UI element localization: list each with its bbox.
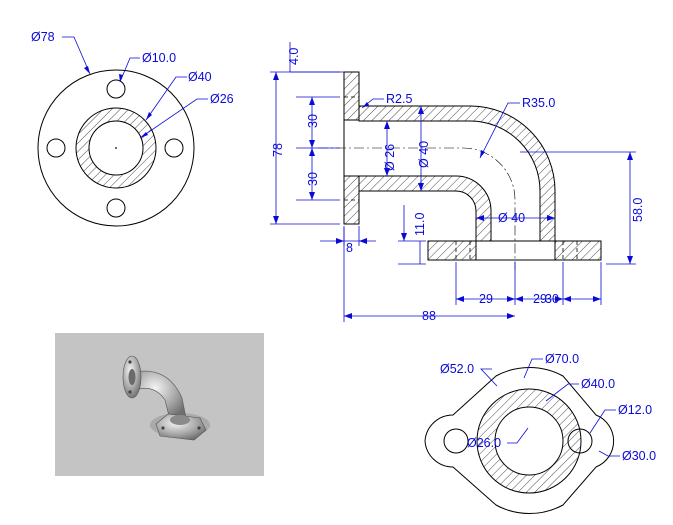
base-flange-left [427,240,477,261]
label-inner-dia: Ø 26 [383,144,397,171]
label-base-height: 11.0 [413,213,427,236]
center-mark [115,147,117,149]
bottom-pipe-bore [494,406,564,476]
bottom-bolt-right [567,428,593,454]
label-upper-spacing: 30 [306,114,320,128]
bottom-bolt-left [443,428,469,454]
leader-pipe-outer [145,76,187,121]
label-outer-dia: Ø78 [31,30,55,44]
label-bottom-bolt-spacing: Ø70.0 [545,352,579,366]
label-total-length: 88 [422,309,436,323]
bottom-view: Ø52.0 Ø70.0 Ø40.0 Ø12.0 Ø26.0 Ø30.0 [424,352,656,514]
bolt-hole-left [46,138,66,158]
leader-bolt-hole [119,57,140,83]
label-bottom-pipe-inner: Ø26.0 [467,436,501,450]
leader-pipe-inner [139,98,208,139]
section-view: R35.0 R2.5 4.0 78 30 30 Ø 26 [270,42,645,323]
flange-upper-hatch [343,71,360,121]
label-bottom-flange-width: Ø52.0 [440,362,474,376]
bolt-hole-right [164,138,184,158]
label-base-pipe-dia: Ø 40 [498,211,525,225]
label-lower-spacing: 30 [306,172,320,186]
front-view: Ø78 Ø10.0 Ø40 Ø26 [31,30,234,227]
label-total-height: 78 [271,143,285,157]
elbow-inner-wall [358,175,492,242]
photo-background [55,333,264,476]
bolt-hole-top [106,79,126,99]
label-bottom-bolt-hole: Ø12.0 [618,403,652,417]
leader-outer-dia [62,36,91,75]
label-pipe-inner-dia: Ø26 [210,92,234,106]
label-outer-dia: Ø 40 [417,141,431,168]
label-pipe-outer-dia: Ø40 [188,70,212,84]
oval-flange-outline [424,367,615,514]
label-horizontal-a: 29 [479,292,493,306]
label-bottom-pipe-outer: Ø40.0 [581,377,615,391]
label-bottom-end-radius: Ø30.0 [622,449,656,463]
label-horizontal-c: 30 [545,292,559,306]
label-bolt-hole-dia: Ø10.0 [142,51,176,65]
elbow-centerline [318,147,516,270]
bolt-hole-bottom [106,198,126,218]
base-flange-right [554,240,602,261]
flange-outline [37,69,195,227]
label-flange-width: 8 [346,241,353,255]
label-vertical-offset: 58.0 [631,198,645,222]
label-flange-thickness: 4.0 [287,48,301,65]
label-small-radius: R2.5 [386,92,412,106]
label-bend-radius: R35.0 [522,96,555,110]
label-horizontal-b: 29 [533,292,547,306]
3d-preview [55,333,264,476]
